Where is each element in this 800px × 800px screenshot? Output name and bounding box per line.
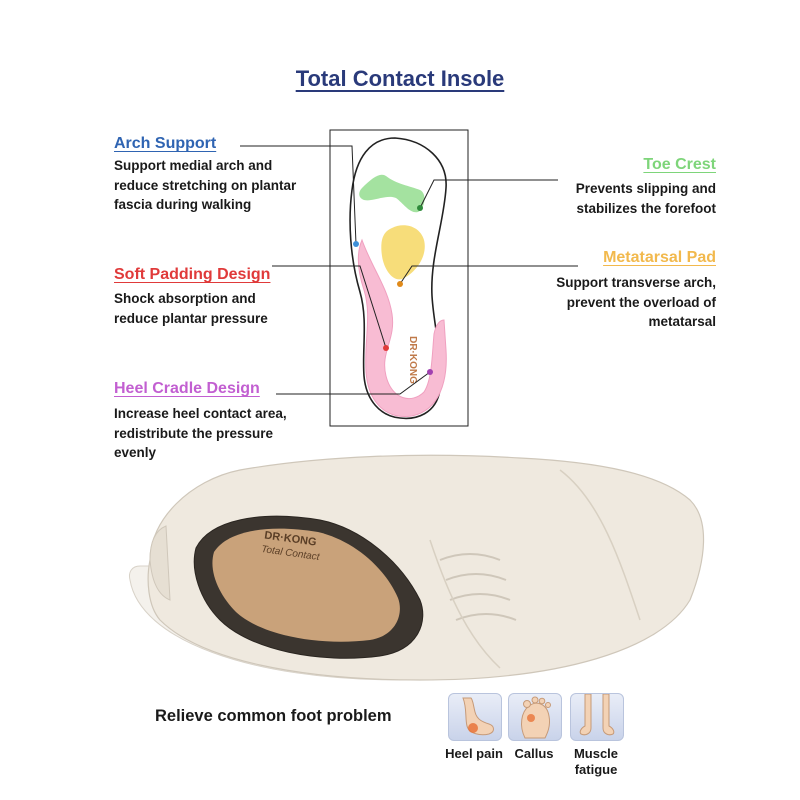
toe-crest-title: Toe Crest bbox=[643, 156, 716, 173]
relieve-label: Relieve common foot problem bbox=[155, 707, 392, 725]
metatarsal-pad-desc: Support transverse arch, prevent the ove… bbox=[556, 275, 716, 329]
arch-dot bbox=[353, 241, 359, 247]
condition-label-callus: Callus bbox=[514, 746, 554, 761]
metatarsal-pad-title: Metatarsal Pad bbox=[603, 249, 716, 266]
muscle-fatigue-icon bbox=[570, 693, 624, 741]
meta-leader bbox=[399, 265, 578, 285]
arch-support-title: Arch Support bbox=[114, 135, 217, 152]
shoe-toe-seam bbox=[559, 469, 641, 621]
heel-cradle-desc: Increase heel contact area, redistribute… bbox=[114, 406, 287, 460]
condition-label-muscle-fatigue: Muscle fatigue bbox=[573, 746, 619, 777]
soft-padding-title: Soft Padding Design bbox=[114, 266, 271, 283]
heel-cradle-title: Heel Cradle Design bbox=[114, 380, 260, 397]
shoe-insole-visible bbox=[212, 528, 400, 642]
toe-crest-shape bbox=[359, 174, 425, 213]
leader-lines bbox=[240, 145, 578, 395]
shoe-laces bbox=[439, 553, 517, 621]
heel-pain-icon bbox=[448, 693, 502, 741]
arch-leader bbox=[240, 145, 357, 245]
condition-label-heel-pain: Heel pain bbox=[445, 746, 503, 761]
toe-crest-desc: Prevents slipping and stabilizes the for… bbox=[575, 181, 716, 216]
shoe-illustration: DR·KONG Total Contact bbox=[129, 454, 705, 681]
soft-dot bbox=[383, 345, 389, 351]
heel-dot bbox=[427, 369, 433, 375]
insole-frame bbox=[329, 129, 469, 427]
arch-support-desc: Support medial arch and reduce stretchin… bbox=[114, 158, 297, 212]
soft-padding-desc: Shock absorption and reduce plantar pres… bbox=[114, 291, 268, 326]
toe-dot bbox=[417, 205, 423, 211]
callus-icon bbox=[508, 693, 562, 741]
heel-leader bbox=[276, 371, 431, 395]
meta-dot bbox=[397, 281, 403, 287]
insole-brand-text: DR·KONG bbox=[407, 336, 418, 384]
shoe-seam bbox=[429, 539, 501, 669]
soft-padding-area bbox=[357, 238, 447, 417]
soft-leader bbox=[272, 265, 387, 349]
toe-leader bbox=[419, 179, 558, 209]
shoe-heel-tab bbox=[149, 525, 171, 601]
page-title: Total Contact Insole bbox=[295, 66, 505, 91]
